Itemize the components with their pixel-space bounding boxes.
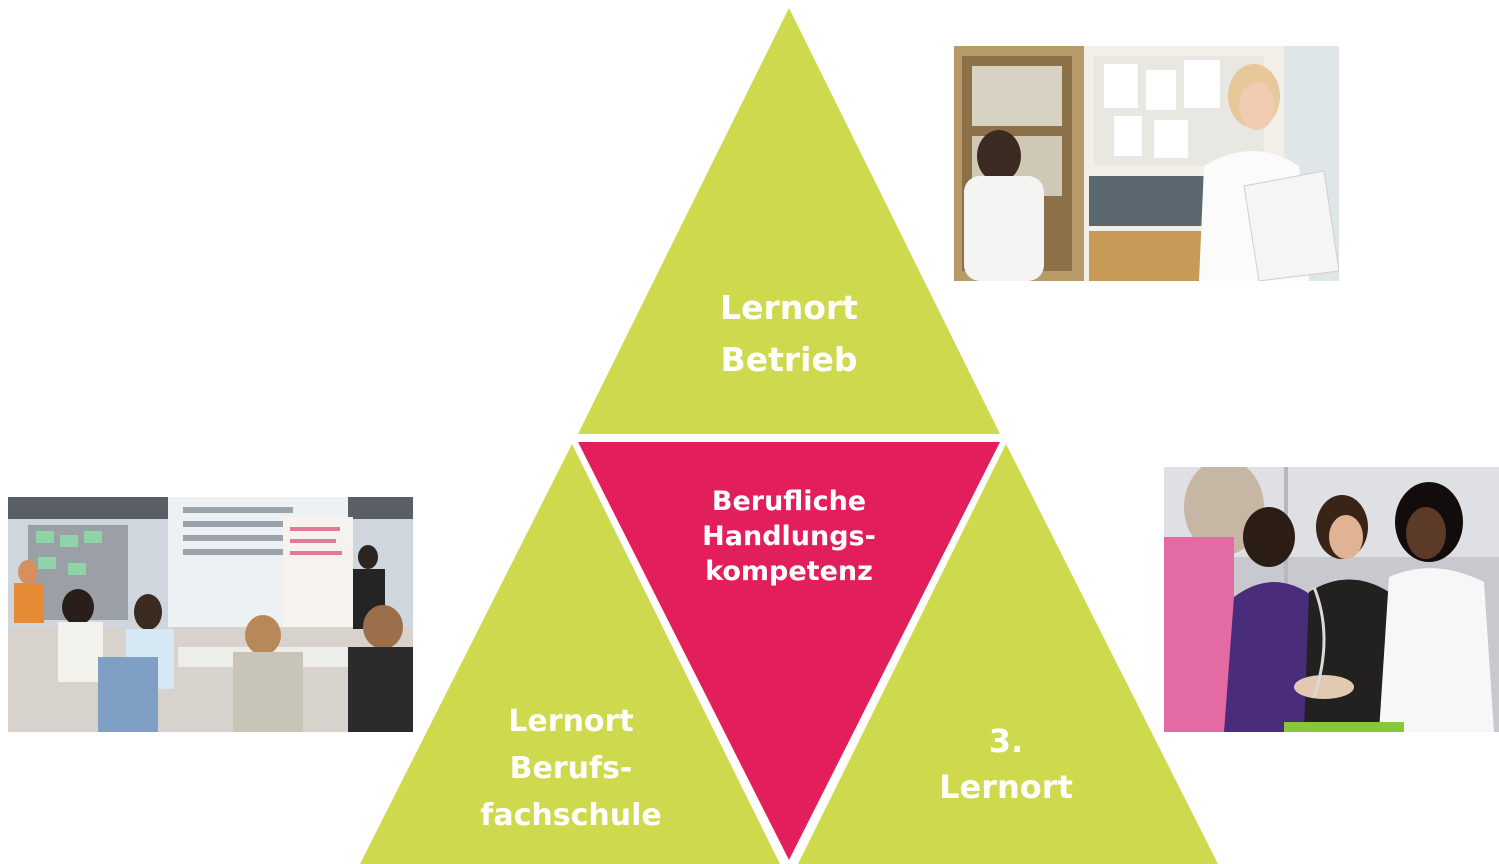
label-line: Handlungs- (702, 521, 876, 552)
label-line: kompetenz (705, 556, 873, 587)
triangle-top (578, 8, 1000, 434)
label-line: Berufliche (711, 486, 867, 517)
triangle-center (578, 442, 1000, 860)
label-line: Lernort (508, 704, 634, 739)
triangle-right (798, 444, 1218, 864)
label-lernort-betrieb: Lernort Betrieb (720, 282, 858, 386)
practical-skills-training-photo (1164, 467, 1499, 732)
label-line: Berufs- (509, 751, 633, 786)
label-lernort-berufsfachschule: Lernort Berufs- fachschule (480, 698, 661, 839)
triangle-left (360, 444, 780, 864)
label-berufliche-handlungskompetenz: Berufliche Handlungs- kompetenz (702, 484, 876, 589)
classroom-photo (8, 497, 413, 732)
label-line: fachschule (480, 798, 662, 833)
label-line: Betrieb (720, 340, 858, 379)
label-line: Lernort (939, 768, 1073, 806)
label-dritter-lernort: 3. Lernort (939, 718, 1073, 810)
label-line: Lernort (720, 288, 858, 327)
workplace-phone-call-photo (954, 46, 1339, 281)
label-line: 3. (988, 722, 1024, 760)
